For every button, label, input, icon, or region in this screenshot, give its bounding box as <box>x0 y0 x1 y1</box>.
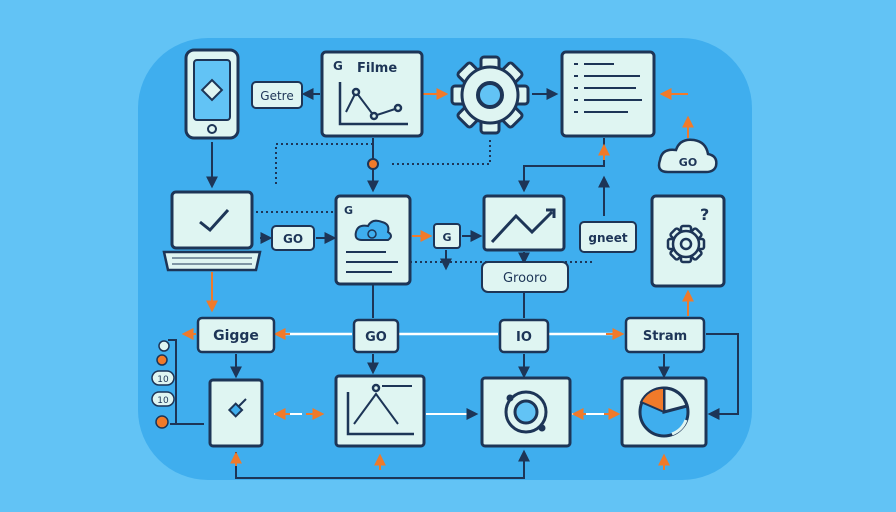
phone-node <box>184 48 240 140</box>
doc-lines <box>346 251 398 273</box>
laptop-node[interactable] <box>162 190 262 272</box>
small-g-box <box>433 223 461 249</box>
side-item-1 <box>158 340 170 352</box>
go-left-label: GO <box>283 232 303 246</box>
small-diamond-icon <box>227 402 244 418</box>
check-icon <box>199 208 230 233</box>
list-doc-node[interactable] <box>560 50 656 138</box>
gigge-label: Gigge <box>213 328 259 344</box>
diamond-icon <box>200 78 224 102</box>
question-mark: ? <box>700 205 709 224</box>
go-cloud-node[interactable]: GO <box>657 138 718 174</box>
trend-up-icon <box>490 210 554 244</box>
cloud-icon <box>657 138 718 174</box>
cursor-card-node[interactable] <box>208 378 264 448</box>
side-badge-10b <box>151 391 175 407</box>
stram-label: Stram <box>643 329 687 344</box>
gigge-node[interactable]: Gigge <box>196 316 276 354</box>
target-node[interactable] <box>480 376 572 448</box>
side-item-5 <box>155 415 169 429</box>
stram-box <box>624 316 706 354</box>
go-mid-node[interactable]: GO <box>352 318 400 354</box>
go-left-node[interactable]: GO <box>271 225 315 251</box>
getre-box <box>251 81 303 109</box>
film-node[interactable]: G Filme <box>320 50 424 138</box>
go-cloud-label: GO <box>679 156 697 169</box>
gneet-label: gneet <box>588 231 627 245</box>
small-g-node[interactable]: G <box>433 223 461 249</box>
grooro-label: Grooro <box>503 271 547 286</box>
film-title: Filme <box>357 61 397 76</box>
go-left-box <box>271 225 315 251</box>
dotted-gear-link <box>392 138 491 165</box>
laptop-screen <box>170 190 254 250</box>
film-g-label: G <box>333 59 343 73</box>
connectors <box>168 88 739 479</box>
line-chart-icon <box>338 82 408 126</box>
side-badge-10a <box>151 370 175 386</box>
io-label: IO <box>516 330 532 345</box>
io-box <box>498 318 550 354</box>
side-item-2 <box>156 354 168 366</box>
plot-icon <box>346 383 414 436</box>
laptop-keyboard <box>162 250 262 272</box>
small-g-label: G <box>442 231 451 244</box>
list-doc-card <box>560 50 656 138</box>
line-plot-node[interactable] <box>334 374 426 448</box>
side-label-10a: 10 <box>157 375 169 385</box>
settings-help-node[interactable]: ? <box>650 194 726 288</box>
trend-chart-node[interactable] <box>482 194 566 252</box>
gneet-node[interactable]: gneet <box>579 221 637 253</box>
getre-label: Getre <box>260 89 293 103</box>
list-lines-icon <box>574 63 642 113</box>
side-list: 10 10 <box>151 340 175 429</box>
doc-node[interactable]: G <box>334 194 412 286</box>
grooro-node[interactable]: Grooro <box>481 261 569 293</box>
stram-node[interactable]: Stram <box>624 316 706 354</box>
go-mid-label: GO <box>365 330 387 345</box>
phone-home-button <box>207 124 217 134</box>
dotted-film-to-laptop <box>275 143 373 186</box>
line-plot-card <box>334 374 426 448</box>
doc-g-label: G <box>344 204 353 217</box>
io-node[interactable]: IO <box>498 318 550 354</box>
junction-dot <box>367 158 379 170</box>
grooro-box <box>481 261 569 293</box>
gneet-box <box>579 221 637 253</box>
film-card <box>320 50 424 138</box>
go-mid-box <box>352 318 400 354</box>
gigge-box <box>196 316 276 354</box>
getre-node[interactable]: Getre <box>251 81 303 109</box>
line-stram-right-loop <box>706 333 739 420</box>
gear-icon[interactable] <box>450 55 530 135</box>
side-label-10b: 10 <box>157 396 169 406</box>
pie-node[interactable] <box>620 376 708 448</box>
